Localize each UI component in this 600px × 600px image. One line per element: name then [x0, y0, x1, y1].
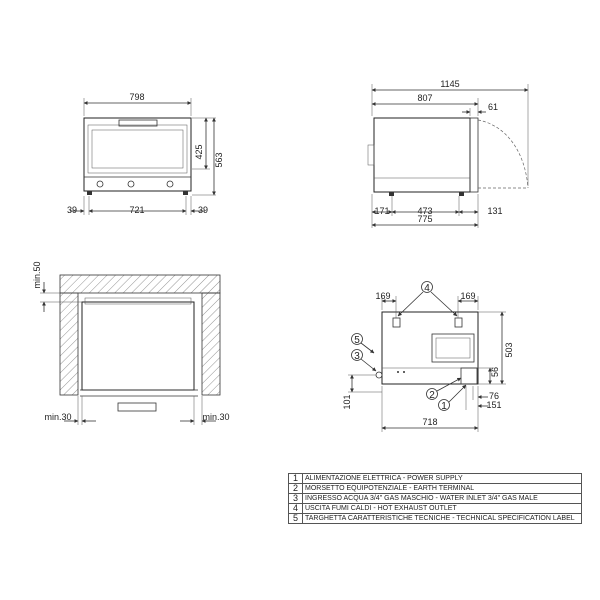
dim-front-width: 798 [129, 92, 144, 102]
legend-text: INGRESSO ACQUA 3/4" GAS MASCHIO - WATER … [302, 493, 582, 504]
dim-left-offset: 39 [67, 205, 77, 215]
oven-door-side [469, 117, 479, 193]
oven-side-body [373, 117, 471, 193]
dim-body-depth: 807 [417, 93, 432, 103]
dim-169-left: 169 [375, 291, 390, 301]
dim-height-503: 503 [504, 342, 514, 357]
installation-view: min.50 min.30 min.30 [32, 261, 230, 425]
dim-inner-width: 721 [129, 205, 144, 215]
top-view: 169 169 4 5 3 2 1 503 56 101 [342, 281, 514, 432]
legend-table: 1 ALIMENTAZIONE ELETTRICA - POWER SUPPLY… [288, 473, 582, 524]
control-knob-center [127, 180, 135, 188]
callout-1 [438, 399, 450, 411]
dim-76: 76 [489, 391, 499, 401]
callout-5-label: 5 [354, 335, 360, 346]
legend-text: ALIMENTAZIONE ELETTRICA - POWER SUPPLY [302, 473, 582, 484]
dim-total-depth: 1145 [440, 79, 459, 89]
control-knob-left [96, 180, 104, 188]
dim-min-top: min.50 [32, 261, 42, 288]
legend-text: USCITA FUMI CALDI - HOT EXHAUST OUTLET [302, 503, 582, 514]
installed-door-handle [117, 402, 157, 412]
legend-number: 3 [288, 493, 303, 504]
side-foot-right [459, 192, 464, 196]
control-knob-right [166, 180, 174, 188]
legend-row: 1 ALIMENTAZIONE ELETTRICA - POWER SUPPLY [288, 473, 582, 484]
callout-3 [351, 349, 363, 361]
exhaust-outlet-left [392, 317, 401, 328]
oven-rear-body [381, 311, 479, 385]
dim-169-right: 169 [460, 291, 475, 301]
dim-bottom-131: 131 [487, 206, 502, 216]
dim-bottom-775: 775 [417, 214, 432, 224]
oven-door-inner [91, 129, 184, 169]
legend-row: 5 TARGHETTA CARATTERISTICHE TECNICHE - T… [288, 513, 582, 524]
dim-151: 151 [486, 400, 501, 410]
dim-bottom-473: 473 [417, 206, 432, 216]
legend-number: 2 [288, 483, 303, 494]
legend-number: 5 [288, 513, 303, 524]
dim-height-563: 563 [214, 152, 224, 167]
callout-5 [351, 333, 363, 345]
dim-door-depth: 61 [488, 102, 498, 112]
callout-4 [421, 281, 433, 293]
foot-right [183, 191, 188, 195]
door-swing-arc [477, 119, 529, 189]
dim-min-right: min.30 [202, 412, 229, 422]
callout-4-label: 4 [424, 283, 430, 294]
wall-left [59, 292, 79, 396]
water-inlet [375, 371, 383, 379]
callout-2-label: 2 [429, 390, 435, 401]
dim-bottom-171: 171 [374, 206, 389, 216]
callout-2 [426, 388, 438, 400]
oven-top-vent [84, 297, 192, 305]
door-handle [118, 119, 158, 127]
exhaust-outlet-right [454, 317, 463, 328]
foot-left [87, 191, 92, 195]
dim-right-offset: 39 [198, 205, 208, 215]
legend-row: 2 MORSETTO EQUIPOTENZIALE - EARTH TERMIN… [288, 483, 582, 494]
legend-number: 4 [288, 503, 303, 514]
callout-3-label: 3 [354, 351, 360, 362]
legend-number: 1 [288, 473, 303, 484]
oven-installed-body [81, 301, 195, 391]
callout-1-label: 1 [441, 401, 447, 412]
rear-panel-box [431, 333, 475, 363]
power-supply-box [460, 367, 478, 385]
legend-row: 4 USCITA FUMI CALDI - HOT EXHAUST OUTLET [288, 503, 582, 514]
legend-text: MORSETTO EQUIPOTENZIALE - EARTH TERMINAL [302, 483, 582, 494]
dim-min-left: min.30 [44, 412, 71, 422]
front-view: 798 425 563 39 721 39 [67, 92, 224, 215]
side-view: 1145 807 61 171 473 131 775 [367, 79, 529, 228]
wall-top [59, 274, 221, 294]
oven-front-body [83, 117, 192, 192]
dim-height-101: 101 [342, 394, 352, 409]
dim-height-56: 56 [490, 367, 500, 377]
wall-right [201, 292, 221, 396]
legend-text: TARGHETTA CARATTERISTICHE TECNICHE - TEC… [302, 513, 582, 524]
legend-row: 3 INGRESSO ACQUA 3/4" GAS MASCHIO - WATE… [288, 493, 582, 504]
dim-width-718: 718 [422, 417, 437, 427]
side-foot-left [389, 192, 394, 196]
oven-door-glass [87, 124, 188, 174]
rear-connection [367, 144, 375, 166]
dim-height-425: 425 [194, 144, 204, 159]
